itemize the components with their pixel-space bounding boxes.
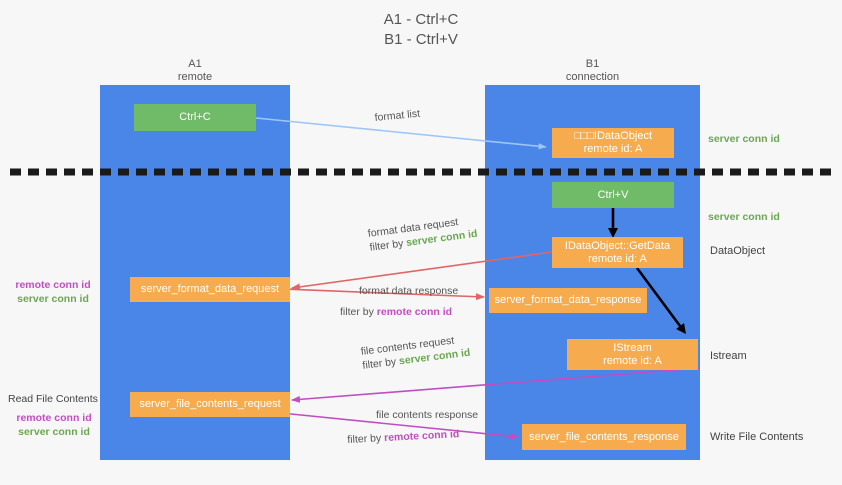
right-annotation-istream: Istream <box>710 350 747 362</box>
edge-label-file-contents-response: file contents response <box>376 408 478 422</box>
node-getdata-line1: IDataObject::GetData <box>564 239 671 252</box>
node-server-file-contents-request-label: server_file_contents_request <box>139 398 281 410</box>
left-annotation-file-remote-conn-id: remote conn id <box>16 412 92 424</box>
node-ctrl-c[interactable]: Ctrl+C <box>134 104 256 131</box>
page-title: A1 - Ctrl+C B1 - Ctrl+V <box>0 10 842 50</box>
title-line-1: A1 - Ctrl+C <box>383 11 459 28</box>
node-ctrl-v[interactable]: Ctrl+V <box>552 182 674 208</box>
edge-label-format-data-response-text: format data response <box>359 285 459 297</box>
node-istream[interactable]: IStream remote id: A <box>567 339 698 370</box>
left-annotation-file-server-conn-id: server conn id <box>18 426 90 438</box>
edge-label-file-contents-response-filter: filter by remote conn id <box>347 427 460 447</box>
edge-label-format-data-request: format data request filter by server con… <box>367 213 478 255</box>
lane-b1-name: B1 <box>585 58 600 70</box>
left-annotation-server-conn-id: server conn id <box>17 293 89 305</box>
node-idataobject-line1: □□□IDataObject <box>573 130 652 142</box>
lane-header-a1: A1 remote <box>100 58 290 84</box>
right-annotation-write-file-contents: Write File Contents <box>710 431 803 443</box>
node-idataobject[interactable]: □□□IDataObject remote id: A <box>552 128 674 158</box>
filter-prefix: filter by <box>368 237 407 254</box>
node-server-file-contents-request[interactable]: server_file_contents_request <box>130 392 290 417</box>
left-annotation-format: remote conn id server conn id <box>8 278 98 306</box>
left-annotation-remote-conn-id: remote conn id <box>15 279 91 291</box>
node-idataobject-line2: remote id: A <box>583 143 643 155</box>
edge-label-format-data-response-filter: filter by remote conn id <box>340 305 452 319</box>
filter-prefix: filter by <box>340 306 377 318</box>
node-server-file-contents-response-label: server_file_contents_response <box>529 430 679 443</box>
node-server-format-data-response-label: server_format_data_response <box>494 294 642 306</box>
right-annotation-dataobject-text: DataObject <box>710 245 766 257</box>
left-annotation-file: remote conn id server conn id <box>8 411 100 439</box>
node-ctrl-c-label: Ctrl+C <box>179 111 211 123</box>
edge-label-file-contents-response-text: file contents response <box>376 409 479 421</box>
lane-a1-name: A1 <box>188 58 202 70</box>
node-server-format-data-response[interactable]: server_format_data_response <box>489 288 647 313</box>
node-idataobject-getdata[interactable]: IDataObject::GetData remote id: A <box>552 237 683 268</box>
edge-label-format-list: format list <box>374 107 421 125</box>
right-annotation-write-file-contents-text: Write File Contents <box>710 431 804 443</box>
right-annotation-server-conn-id-top-text: server conn id <box>708 133 780 145</box>
lane-a1-role: remote <box>177 71 213 83</box>
right-annotation-istream-text: Istream <box>710 350 747 362</box>
node-istream-line1: IStream <box>613 341 652 354</box>
node-server-file-contents-response[interactable]: server_file_contents_response <box>522 424 686 450</box>
node-istream-line2: remote id: A <box>603 354 662 367</box>
filter-key-remote-conn-id: remote conn id <box>383 428 460 445</box>
node-ctrl-v-label: Ctrl+V <box>597 188 629 201</box>
filter-prefix: filter by <box>361 355 400 372</box>
right-annotation-dataobject: DataObject <box>710 245 765 257</box>
node-server-format-data-request-label: server_format_data_request <box>140 283 280 295</box>
filter-key-remote-conn-id: remote conn id <box>376 306 453 318</box>
lane-b1-role: connection <box>565 71 620 83</box>
right-annotation-server-conn-id-second-text: server conn id <box>708 211 780 223</box>
edge-label-format-data-response: format data response <box>359 284 458 298</box>
left-annotation-read-file-contents: Read File Contents <box>8 392 98 406</box>
edge-label-file-contents-request: file contents request filter by server c… <box>360 332 471 373</box>
read-file-contents-text: Read File Contents <box>8 393 98 405</box>
node-server-format-data-request[interactable]: server_format_data_request <box>130 277 290 302</box>
right-annotation-server-conn-id-second: server conn id <box>708 210 780 224</box>
lane-header-b1: B1 connection <box>485 58 700 84</box>
right-annotation-server-conn-id-top: server conn id <box>708 132 780 146</box>
edge-label-format-list-text: format list <box>374 107 421 124</box>
filter-prefix: filter by <box>347 432 385 446</box>
title-line-2: B1 - Ctrl+V <box>384 31 458 48</box>
node-getdata-line2: remote id: A <box>588 252 647 265</box>
